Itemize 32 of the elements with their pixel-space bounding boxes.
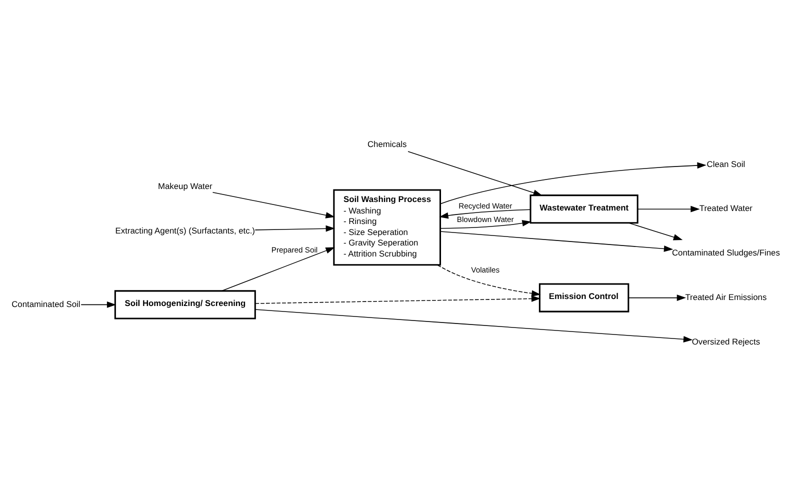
arrow — [80, 301, 116, 308]
edge-label: Volatiles — [471, 266, 500, 275]
arrow — [221, 247, 335, 292]
arrow — [212, 192, 335, 218]
node-text: Extracting Agent(s) (Surfactants, etc.) — [115, 225, 256, 236]
arrow — [440, 231, 674, 252]
node-box: Soil Washing Process - Washing - Rinsing - Size Seperation - Gravity Seperation - Attrition Scrubbing — [333, 189, 441, 266]
node-text: Makeup Water — [158, 181, 212, 192]
node-text: Oversized Rejects — [692, 336, 760, 346]
arrow — [440, 162, 706, 204]
arrow — [437, 264, 541, 297]
arrow — [440, 220, 532, 229]
edge-label: Recycled Water — [458, 201, 512, 210]
node-box: Wastewater Treatment — [530, 194, 638, 224]
node-text: Treated Air Emissions — [685, 292, 767, 302]
node-text: Treated Water — [699, 203, 752, 214]
arrow — [254, 296, 541, 304]
node-text: Chemicals — [367, 138, 407, 149]
arrow — [628, 294, 686, 302]
node-text: Contaminated Soil — [12, 298, 80, 309]
edge-label: Prepared Soil — [271, 246, 318, 255]
node-box: Soil Homogenizing/ Screening — [114, 290, 256, 320]
arrow — [254, 309, 693, 342]
edge-label: Blowdown Water — [456, 215, 514, 224]
node-box: Emission Control — [538, 283, 630, 312]
node-text: Clean Soil — [706, 158, 746, 169]
arrow — [637, 206, 700, 212]
arrow — [408, 151, 542, 196]
arrow — [628, 222, 683, 240]
node-text: Contaminated Sludges/Fines — [672, 248, 780, 258]
arrow — [254, 225, 335, 232]
arrow — [439, 209, 531, 219]
